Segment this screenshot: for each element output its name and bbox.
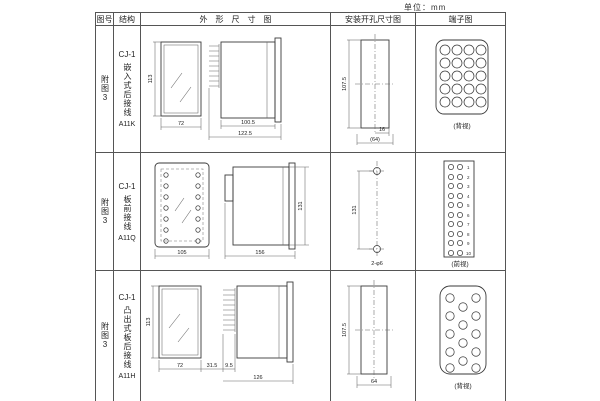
terminal-view-label: (前视) <box>451 259 468 268</box>
header-mounting: 安装开孔尺寸图 <box>331 13 416 26</box>
outline-cell-row1: 113 72 100.5 122.5 <box>141 26 331 153</box>
dim-cutout-width: 64 <box>371 379 377 385</box>
dim-front-width: 105 <box>177 250 186 256</box>
dim-side-height: 131 <box>298 201 304 210</box>
terminal-number: 9 <box>467 241 470 246</box>
terminal-number: 6 <box>467 213 470 218</box>
terminal-drawing-a11k: (背视) <box>435 39 489 130</box>
dim-front-width: 72 <box>178 121 184 127</box>
terminal-number: 4 <box>467 194 470 199</box>
terminal-cell-row2: 1 2 3 4 5 6 7 8 9 10 (前视) <box>416 153 506 271</box>
outline-drawing-a11k: 113 72 100.5 122.5 <box>148 37 282 140</box>
dim-hole-spacing: 131 <box>352 205 358 214</box>
header-structure: 结构 <box>114 13 141 26</box>
figure-label: 附图3 <box>100 197 110 226</box>
terminal-view-label: (背视) <box>454 381 471 390</box>
dim-front-height: 113 <box>146 317 152 326</box>
terminal-number: 1 <box>467 165 470 170</box>
dim-total-depth: 126 <box>253 375 262 381</box>
terminal-number: 7 <box>467 222 470 227</box>
model-label: CJ-1 <box>118 50 136 59</box>
terminal-cell-row3: (背视) <box>416 271 506 401</box>
structure-cell-row2: CJ-1 板前接线 A11Q <box>114 153 141 271</box>
terminal-drawing-a11q: 1 2 3 4 5 6 7 8 9 10 (前视) <box>443 160 475 268</box>
header-terminal: 端子图 <box>416 13 506 26</box>
dim-cutout-height: 107.5 <box>342 77 348 91</box>
terminal-number: 10 <box>466 251 472 256</box>
outline-drawing-a11h: 113 72 31.5 9.5 126 <box>146 281 294 384</box>
terminal-drawing-a11h: (背视) <box>439 285 487 390</box>
hole-spec-label: 2-φ6 <box>371 261 383 267</box>
outline-cell-row3: 113 72 31.5 9.5 126 <box>141 271 331 401</box>
dim-body-depth: 100.5 <box>241 120 255 126</box>
terminal-number: 2 <box>467 175 470 180</box>
outline-drawing-a11q: 105 156 131 <box>154 162 309 259</box>
figure-cell-row3: 附图3 <box>96 271 114 401</box>
code-label: A11Q <box>118 234 136 242</box>
dimension-table: 图号 结构 外形尺寸图 安装开孔尺寸图 端子图 附图3 CJ-1 嵌入式后接线 … <box>95 12 506 401</box>
dim-comb-depth: 9.5 <box>225 363 233 369</box>
mounting-cell-row1: 107.5 16 (64) <box>331 26 416 153</box>
outline-cell-row2: 105 156 131 <box>141 153 331 271</box>
dim-cutout-w2: (64) <box>370 137 380 143</box>
mounting-drawing-a11h: 107.5 64 <box>342 279 393 388</box>
terminal-number: 3 <box>467 184 470 189</box>
dim-offset: 31.5 <box>207 363 218 369</box>
mounting-cell-row2: 131 2-φ6 <box>331 153 416 271</box>
structure-cell-row3: CJ-1 凸出式板后接线 A11H <box>114 271 141 401</box>
terminal-view-label: (背视) <box>453 121 470 130</box>
figure-cell-row1: 附图3 <box>96 26 114 153</box>
model-label: CJ-1 <box>118 292 136 302</box>
terminal-cell-row1: (背视) <box>416 26 506 153</box>
model-label: CJ-1 <box>118 181 136 191</box>
unit-label: 单位：mm <box>404 3 447 12</box>
figure-cell-row2: 附图3 <box>96 153 114 271</box>
mount-type-label: 板前接线 <box>123 194 132 231</box>
figure-label: 附图3 <box>100 75 110 103</box>
dim-cutout-w1: 16 <box>379 127 385 133</box>
header-outline: 外形尺寸图 <box>141 13 331 26</box>
mounting-drawing-a11q: 131 2-φ6 <box>352 161 385 267</box>
dim-cutout-height: 107.5 <box>342 323 348 337</box>
dim-total-depth: 156 <box>255 250 264 256</box>
mount-type-label: 凸出式板后接线 <box>123 305 132 369</box>
dim-front-width: 72 <box>177 363 183 369</box>
code-label: A11H <box>118 372 136 380</box>
mount-type-label: 嵌入式后接线 <box>123 63 132 117</box>
mounting-drawing-a11k: 107.5 16 (64) <box>342 34 395 145</box>
figure-label: 附图3 <box>100 322 110 350</box>
dim-front-height: 113 <box>148 75 154 84</box>
code-label: A11K <box>118 121 136 128</box>
dim-total-depth: 122.5 <box>238 131 252 137</box>
terminal-number: 5 <box>467 203 470 208</box>
header-figure: 图号 <box>96 13 114 26</box>
mounting-cell-row3: 107.5 64 <box>331 271 416 401</box>
structure-cell-row1: CJ-1 嵌入式后接线 A11K <box>114 26 141 153</box>
terminal-number: 8 <box>467 232 470 237</box>
